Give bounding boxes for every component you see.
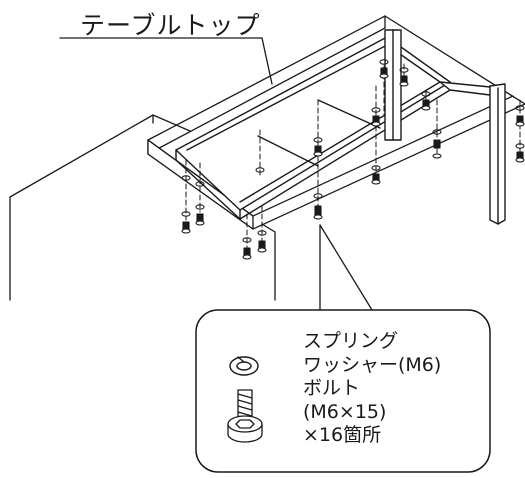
bolt-mark	[181, 175, 205, 187]
tabletop-label: テーブルトップ	[80, 11, 261, 40]
hardware-marks	[181, 59, 525, 260]
bolt-mark	[242, 237, 252, 260]
callout-line-bolt: ボルト	[303, 377, 361, 399]
bolt-mark	[181, 211, 191, 234]
legs	[384, 29, 506, 225]
bolt-mark	[313, 193, 323, 220]
bolt-mark	[399, 67, 409, 87]
bolt-mark	[371, 165, 381, 185]
bolt-mark	[313, 137, 323, 157]
title-leader-line	[59, 37, 273, 85]
bolt-mark	[379, 59, 389, 79]
callout-text: スプリング ワッシャー(M6) ボルト (M6×15) ×16箇所	[303, 330, 441, 448]
callout-box	[195, 309, 491, 473]
bolt-icon	[227, 389, 263, 443]
bolt-mark	[195, 204, 205, 226]
bolt-mark	[515, 143, 525, 163]
callout-line-size: (M6×15)	[303, 400, 387, 423]
callout-leader-line	[319, 224, 373, 311]
bolt-mark	[515, 105, 525, 127]
support-frame	[175, 36, 501, 220]
bolt-mark	[257, 230, 267, 253]
spring-washer-icon	[229, 356, 259, 376]
cabinet-outline	[9, 114, 276, 301]
callout-line-spring: スプリング	[303, 330, 399, 352]
bolt-mark	[371, 107, 381, 127]
bolt-mark	[255, 167, 265, 173]
bolt-mark	[421, 91, 431, 111]
callout-line-count: ×16箇所	[303, 424, 382, 446]
callout-line-washer: ワッシャー(M6)	[303, 353, 442, 376]
bolt-mark	[432, 129, 442, 159]
